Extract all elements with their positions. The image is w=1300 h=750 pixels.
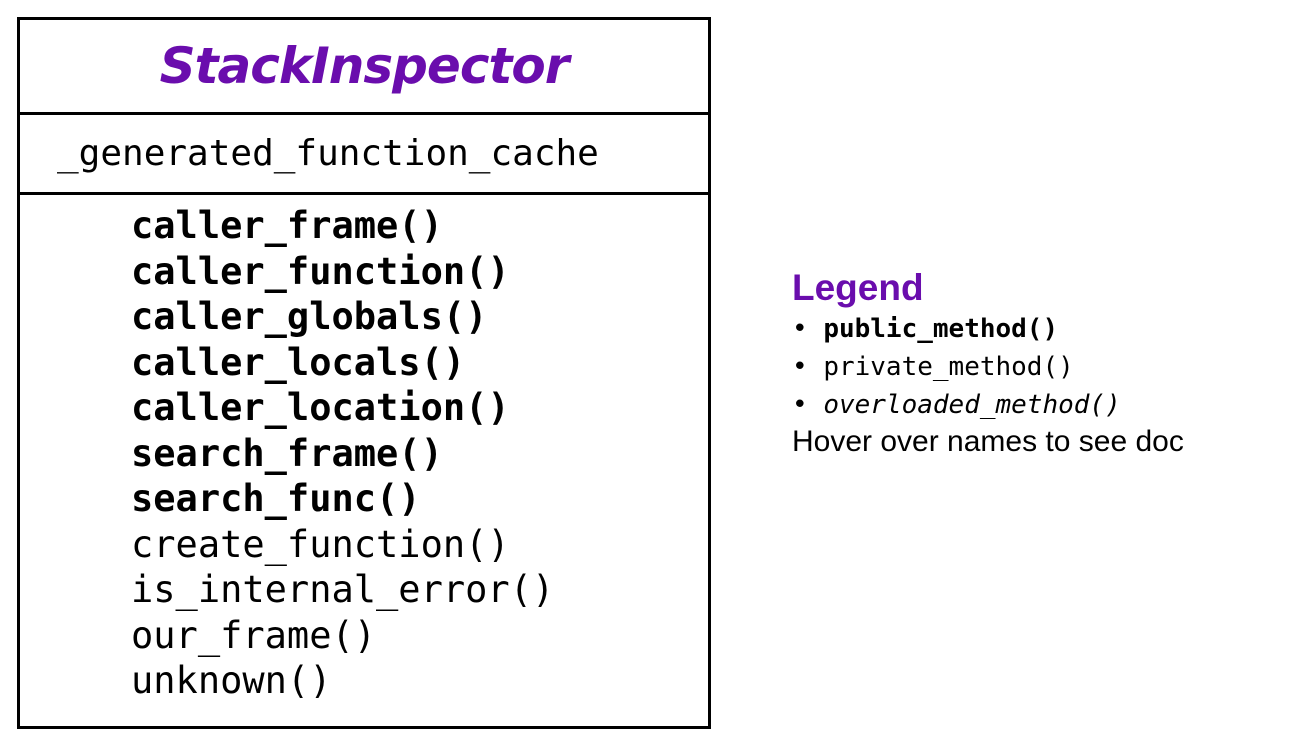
method-our-frame[interactable]: our_frame() [131, 613, 377, 657]
legend-title: Legend [792, 267, 924, 308]
legend-item-overloaded: • overloaded_method() [792, 386, 1184, 424]
class-box: StackInspector _generated_function_cache… [17, 17, 711, 729]
method-search-frame[interactable]: search_frame() [131, 431, 443, 475]
method-caller-locals[interactable]: caller_locals() [131, 340, 466, 384]
class-name[interactable]: StackInspector [20, 20, 708, 115]
method-unknown[interactable]: unknown() [131, 659, 332, 702]
method-caller-frame[interactable]: caller_frame() [131, 204, 443, 247]
method-is-internal-error[interactable]: is_internal_error() [131, 568, 555, 611]
method-caller-function[interactable]: caller_function() [131, 249, 510, 293]
method-caller-globals[interactable]: caller_globals() [131, 295, 488, 338]
legend-item-label: public_method() [823, 314, 1059, 344]
method-create-function[interactable]: create_function() [131, 522, 510, 566]
bullet-icon: • [792, 314, 808, 344]
method-search-func[interactable]: search_func() [131, 477, 421, 520]
legend-item-private: • private_method() [792, 348, 1184, 386]
legend-note: Hover over names to see doc [792, 425, 1184, 458]
method-caller-location[interactable]: caller_location() [131, 386, 510, 429]
methods-section: caller_frame() caller_function() caller_… [20, 195, 708, 704]
bullet-icon: • [792, 352, 808, 382]
legend: Legend • public_method() • private_metho… [792, 266, 1184, 462]
bullet-icon: • [792, 390, 808, 420]
attribute-item[interactable]: _generated_function_cache [57, 133, 599, 174]
legend-item-label: overloaded_method() [823, 390, 1121, 420]
attributes-section: _generated_function_cache [20, 115, 708, 195]
legend-item-public: • public_method() [792, 310, 1184, 348]
legend-item-label: private_method() [823, 352, 1074, 382]
